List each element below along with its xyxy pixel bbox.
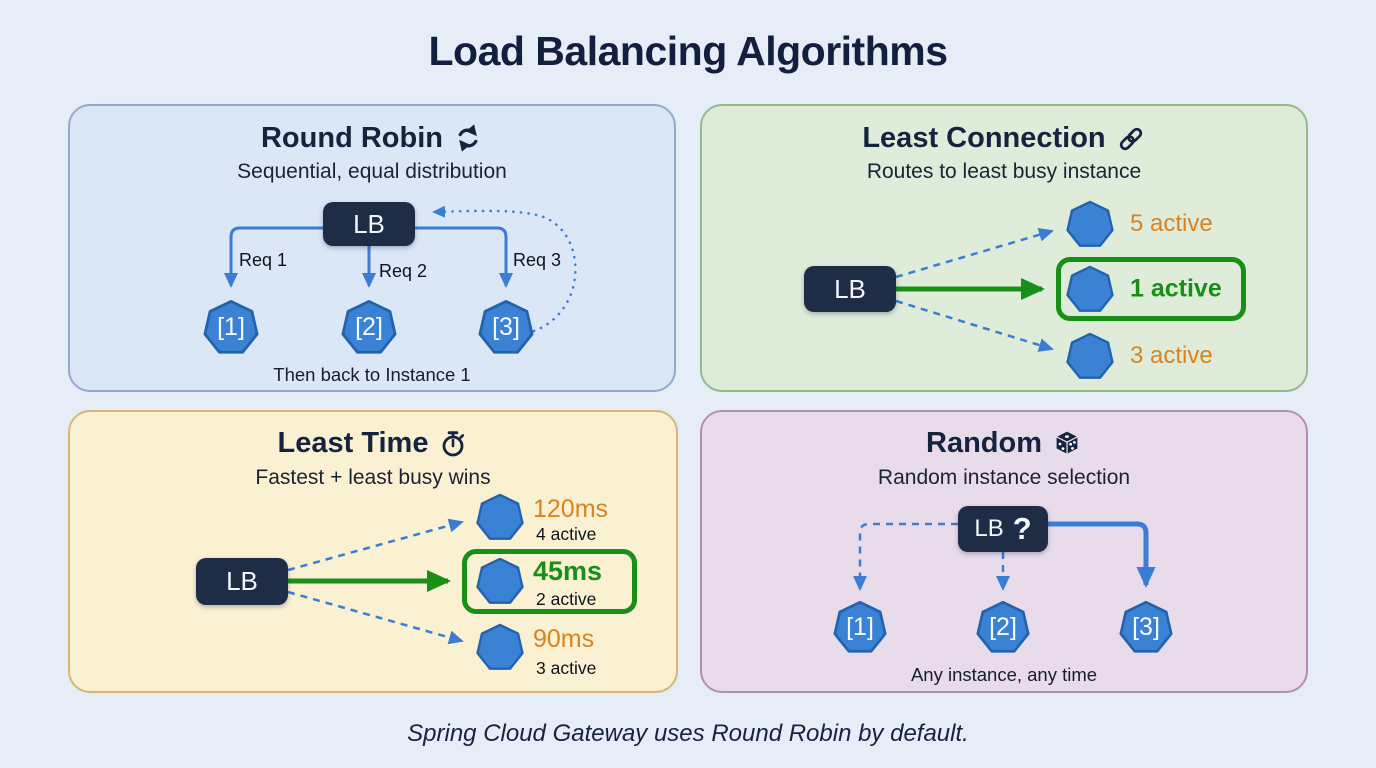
cycle-icon	[458, 123, 478, 152]
instance-1-round-robin: [1]	[203, 298, 259, 356]
instance-45ms-selected-least-time	[476, 556, 524, 606]
instance-2-round-robin: [2]	[341, 298, 397, 356]
instance-label: [2]	[989, 612, 1017, 641]
least-connection-subtitle: Routes to least busy instance	[866, 160, 1142, 183]
instance-120ms-least-time	[476, 492, 524, 542]
instance-label: [3]	[1132, 612, 1160, 641]
instance-90ms-least-time	[476, 622, 524, 672]
lb-label: LB	[353, 208, 385, 239]
lb-label: LB	[974, 515, 1004, 542]
latency-90ms: 90ms	[533, 625, 595, 653]
instance-label: [1]	[846, 612, 874, 641]
link-icon	[1119, 127, 1142, 150]
latency-120ms: 120ms	[533, 495, 609, 523]
instance-label: [1]	[217, 312, 245, 341]
footer-note: Spring Cloud Gateway uses Round Robin by…	[407, 720, 969, 747]
active-count-3: 3 active	[1130, 342, 1213, 369]
least-connection-header: Least Connection	[700, 122, 1308, 155]
least-time-title: Least Time	[277, 427, 429, 459]
instance-3-round-robin: [3]	[478, 298, 534, 356]
round-robin-note: Then back to Instance 1	[273, 364, 471, 385]
lb-question-mark: ?	[1012, 511, 1032, 546]
lb-label: LB	[834, 273, 866, 304]
page-title: Load Balancing Algorithms	[428, 28, 948, 74]
active-count-2: 2 active	[536, 589, 597, 609]
least-time-subtitle: Fastest + least busy wins	[255, 466, 491, 489]
active-count-5: 5 active	[1130, 210, 1213, 237]
request-1-label: Req 1	[239, 250, 288, 270]
instance-busy-3-least-connection	[1066, 331, 1114, 381]
instance-selected-least-connection	[1066, 264, 1114, 314]
dice-icon	[1055, 429, 1079, 455]
stopwatch-icon	[443, 430, 465, 456]
active-count-3-least-time: 3 active	[536, 658, 597, 678]
random-header: Random	[700, 427, 1308, 460]
random-title: Random	[926, 427, 1042, 459]
selected-instance-box-least-time	[462, 549, 637, 614]
least-time-header: Least Time	[68, 427, 678, 460]
instance-1-random: [1]	[833, 599, 887, 655]
active-count-4: 4 active	[536, 524, 597, 544]
instance-busy-5-least-connection	[1066, 199, 1114, 249]
least-connection-title: Least Connection	[862, 122, 1106, 154]
request-3-label: Req 3	[513, 250, 562, 270]
instance-label: [2]	[355, 312, 383, 341]
instance-label: [3]	[492, 312, 520, 341]
latency-45ms-selected: 45ms	[533, 556, 603, 586]
request-2-label: Req 2	[379, 261, 428, 281]
lb-node-round-robin: LB	[323, 202, 415, 246]
random-note: Any instance, any time	[910, 664, 1098, 685]
round-robin-title: Round Robin	[260, 122, 443, 154]
lb-node-least-time: LB	[196, 558, 288, 605]
random-subtitle: Random instance selection	[877, 466, 1131, 489]
round-robin-header: Round Robin	[68, 122, 676, 155]
selected-instance-box-least-connection	[1056, 257, 1246, 321]
lb-node-random: LB ?	[958, 506, 1048, 552]
lb-label: LB	[226, 566, 258, 596]
lb-node-least-connection: LB	[804, 266, 896, 312]
instance-2-random: [2]	[976, 599, 1030, 655]
active-count-1-selected: 1 active	[1130, 274, 1222, 303]
round-robin-subtitle: Sequential, equal distribution	[237, 160, 507, 183]
instance-3-random: [3]	[1119, 599, 1173, 655]
